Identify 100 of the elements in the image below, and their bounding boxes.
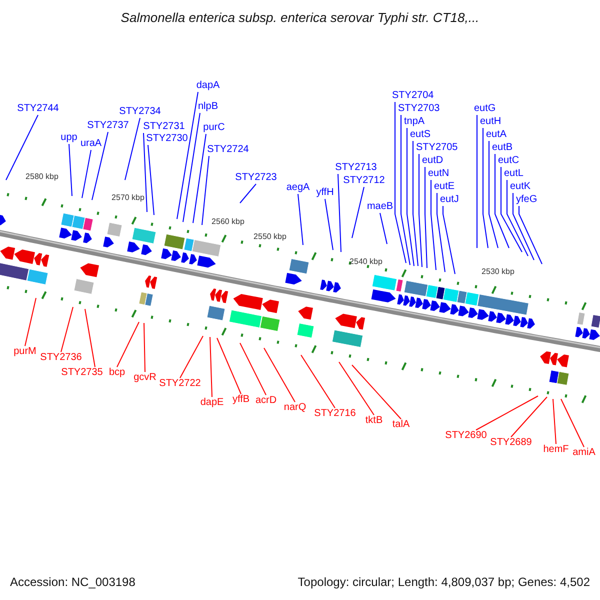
gene-label: purM [14, 346, 36, 358]
leader-line [68, 144, 72, 196]
scale-label: 2560 kbp [212, 217, 244, 227]
gene-label: STY2712 [343, 175, 385, 187]
leader-line [6, 114, 38, 180]
gene-label: gcvR [134, 372, 156, 384]
gene-label: STY2744 [17, 103, 59, 115]
leader-line [494, 154, 510, 248]
gene-label: STY2724 [207, 144, 249, 156]
gene-label: aegA [286, 182, 310, 194]
scale-label: 2530 kbp [482, 267, 514, 277]
gene-label: maeB [366, 201, 394, 213]
gene-label: eutD [422, 155, 444, 167]
leader-line [436, 192, 446, 272]
genome-summary-text: Topology: circular; Length: 4,809,037 bp; Genes: 4,502 [298, 575, 590, 590]
leader-line [300, 354, 336, 408]
leader-line [352, 186, 364, 238]
gene-label: STY2713 [335, 162, 377, 174]
gene-label: STY2705 [416, 142, 458, 154]
leader-line [176, 92, 198, 220]
leader-line [82, 150, 92, 198]
gene-label: STY2722 [159, 378, 201, 390]
leader-line [560, 398, 584, 448]
leader-line [240, 342, 266, 396]
leader-line [406, 128, 414, 266]
gene-label: eutB [492, 142, 513, 154]
gene-label: STY2704 [392, 90, 434, 102]
gene-label: STY2731 [143, 121, 185, 133]
leader-line [210, 336, 212, 398]
gene-label: eutL [504, 168, 524, 180]
gene-label: eutA [486, 129, 507, 141]
gene-label: eutH [480, 116, 502, 128]
leader-line [92, 132, 108, 200]
leader-line [148, 144, 154, 216]
gene-label: STY2716 [314, 408, 356, 420]
leader-line [182, 112, 200, 222]
leader-line [412, 140, 418, 266]
leader-line [240, 184, 256, 204]
title: Salmonella enterica subsp. enterica serovar Typhi str. CT18,... [120, 10, 480, 26]
gene-label: dapE [200, 397, 224, 409]
leader-line [482, 128, 488, 248]
leader-line [380, 212, 388, 244]
gene-label: hemF [543, 444, 569, 456]
gene-label: upp [60, 132, 78, 144]
scale-label: 2580 kbp [26, 172, 58, 182]
scale-label: 2540 kbp [350, 257, 382, 267]
leader-line [510, 396, 548, 438]
gene-label: STY2736 [40, 352, 82, 364]
gene-label: STY2690 [445, 430, 487, 442]
accession-text: Accession: NC_003198 [10, 575, 136, 590]
leader-line [506, 180, 528, 256]
leader-line [442, 206, 456, 274]
leader-line [202, 156, 210, 226]
leader-line [500, 166, 522, 252]
leader-line [512, 192, 534, 260]
leader-line [394, 102, 406, 264]
leader-line [84, 308, 96, 368]
leader-line [400, 114, 410, 266]
gene-label: uraA [80, 138, 102, 150]
leader-line [60, 306, 74, 352]
gene-label: tnpA [404, 116, 425, 128]
gene-label: STY2723 [235, 172, 277, 184]
gene-label: dapA [196, 80, 220, 92]
leader-line [324, 198, 334, 250]
gene-label: STY2735 [61, 367, 103, 379]
gene-label: nlpB [198, 101, 218, 113]
leader-line [476, 396, 538, 430]
leader-line [352, 364, 402, 420]
leader-line [298, 194, 304, 246]
gene-label: yffB [232, 394, 250, 406]
gene-label: eutS [410, 129, 431, 141]
gene-label: yffH [316, 187, 334, 199]
leader-line [124, 118, 140, 180]
leader-line [338, 362, 374, 416]
gene-label: narQ [284, 402, 306, 414]
gene-label: talA [392, 419, 410, 431]
gene-label: acrD [255, 395, 277, 407]
leader-line [476, 114, 478, 248]
gene-label: eutG [474, 103, 496, 115]
leader-line [180, 336, 204, 378]
gene-label: amiA [572, 447, 596, 459]
leader-line [552, 398, 556, 444]
leader-line [430, 180, 436, 270]
leader-line [424, 166, 428, 268]
scale-label: 2570 kbp [112, 193, 144, 203]
gene-label: STY2689 [490, 437, 532, 449]
leader-line [264, 348, 296, 402]
leader-line [338, 174, 342, 252]
leader-line [24, 298, 36, 346]
gene-label: STY2734 [119, 106, 161, 118]
leader-line [488, 140, 498, 248]
gene-label: STY2737 [87, 120, 129, 132]
scale-label: 2550 kbp [254, 232, 286, 242]
leader-line [418, 154, 422, 268]
leader-line [216, 338, 242, 394]
gene-label: eutN [428, 168, 450, 180]
gene-label: eutK [510, 181, 531, 193]
gene-label: eutJ [440, 194, 459, 206]
leader-line [143, 132, 148, 212]
leader-line [144, 322, 146, 372]
